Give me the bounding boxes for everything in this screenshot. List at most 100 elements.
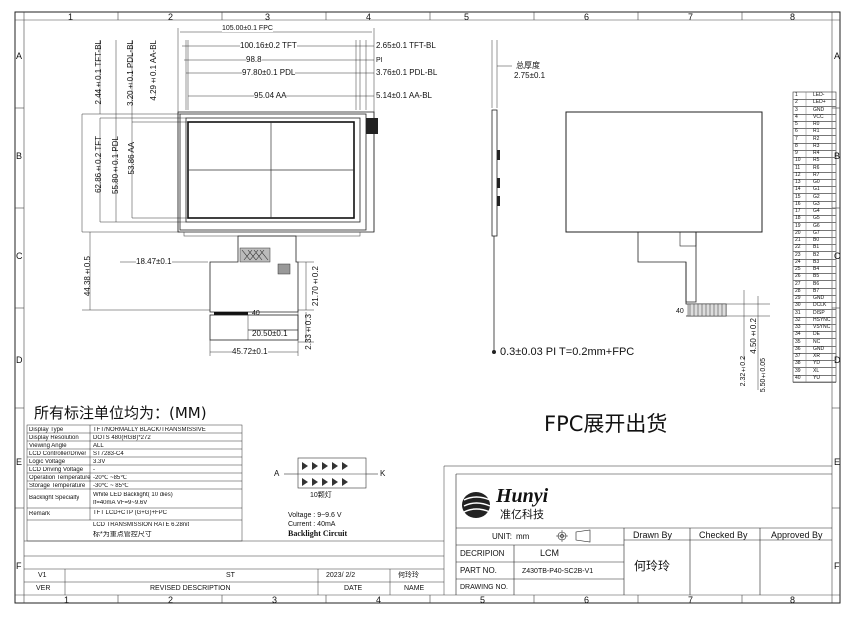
pin-signal: G0 <box>813 179 820 185</box>
grid-col-5-top: 5 <box>464 12 470 22</box>
rev-header-ver: VER <box>36 585 51 592</box>
grid-col-2-top: 2 <box>168 12 174 22</box>
grid-row-c-right: C <box>834 251 841 261</box>
pin-row: 10 R5 <box>793 157 836 166</box>
spec-value: TFT/NORMALLY BLACK/TRANSMISSIVE <box>93 427 206 433</box>
pin-number: 31 <box>795 309 801 316</box>
spec-value: 标*为重点管控尺寸 <box>93 531 152 538</box>
pin-signal: G6 <box>813 222 820 229</box>
pin-number: 10 <box>795 157 801 164</box>
dim-fpc-pitch: 20.50±0.1 <box>252 329 288 338</box>
pin-signal: DCLK <box>813 302 827 309</box>
rev-header-date: DATE <box>344 585 363 592</box>
pin-number: 25 <box>795 266 801 272</box>
side-thickness-label: 总厚度 <box>516 61 540 70</box>
description-label: DECRIPION <box>460 549 505 558</box>
grid-col-7-bottom: 7 <box>688 595 694 605</box>
dim-pi-right: PI <box>376 57 383 64</box>
spec-key: Logic Voltage <box>29 459 66 465</box>
pin-signal: R7 <box>813 171 820 178</box>
drawn-by-label: Drawn By <box>633 530 673 540</box>
pin-number: 21 <box>795 237 801 243</box>
pin-number: 40 <box>795 374 801 381</box>
grid-row-a-left: A <box>16 51 23 61</box>
grid-row-e-right: E <box>834 457 841 467</box>
spec-key: Display Type <box>29 427 64 433</box>
spec-key: Viewing Angle <box>29 443 67 449</box>
spec-key: LCD Controller/Driver <box>29 451 87 457</box>
pin-signal: R3 <box>813 142 820 149</box>
pin-signal: R4 <box>813 150 820 156</box>
spec-value: - <box>93 467 95 473</box>
pin-number: 26 <box>795 273 801 280</box>
pin-signal: R5 <box>813 157 820 164</box>
rev-header-name: NAME <box>404 585 425 592</box>
grid-row-f-right: F <box>834 561 840 571</box>
grid-row-e-left: E <box>16 457 23 467</box>
pin-row: 21 B0 <box>793 237 836 245</box>
grid-col-3-bottom: 3 <box>272 595 278 605</box>
pin-number: 2 <box>795 99 798 106</box>
checked-by-label: Checked By <box>699 530 748 540</box>
pin-number: 7 <box>795 135 798 142</box>
spec-key: Backlight Specialty <box>29 495 80 501</box>
dim-tft-bl-right: 2.65±0.1 TFT-BL <box>376 41 436 50</box>
description-value: LCM <box>540 548 560 558</box>
pin-number: 22 <box>795 244 801 251</box>
pin-signal: B2 <box>813 251 820 258</box>
spec-value: White LED Backlight( 10 dies) <box>93 492 173 498</box>
pin-signal: DISP <box>813 309 825 316</box>
grid-col-1-top: 1 <box>68 12 74 22</box>
backlight-current: Current : 40mA <box>288 521 336 528</box>
grid-col-1-bottom: 1 <box>64 595 70 605</box>
pin-number: 17 <box>795 208 801 214</box>
pin-number: 20 <box>795 229 801 236</box>
dim-tft-height: 62.86±0.2 TFT <box>94 136 103 193</box>
pin-number: 37 <box>795 353 801 359</box>
part-no-label: PART NO. <box>460 566 497 575</box>
pin-signal: R6 <box>813 164 820 171</box>
grid-row-b-right: B <box>834 151 841 161</box>
fpc-shipping-note: FPC展开出货 <box>544 412 668 436</box>
rev-name: 何玲玲 <box>398 572 419 579</box>
rev-ver: V1 <box>38 572 47 579</box>
pin-signal: R0 <box>813 121 820 127</box>
pin-number: 27 <box>795 280 801 287</box>
back-dim-4-50: 4.50±0.2 <box>749 318 758 354</box>
dim-pdl-width: 97.80±0.1 PDL <box>242 68 296 77</box>
dim-pdl-bl-right: 3.76±0.1 PDL-BL <box>376 68 438 77</box>
pin-signal: XL <box>813 367 820 374</box>
grid-row-f-left: F <box>16 561 22 571</box>
pin-signal: G2 <box>813 193 820 200</box>
pin-number: 5 <box>795 121 798 127</box>
unit-value: mm <box>516 532 530 541</box>
backlight-title: Backlight Circuit <box>288 529 348 538</box>
company-name-cn: 准亿科技 <box>500 509 544 521</box>
pin-row: 2 LED+ <box>793 99 836 108</box>
dim-fpc-tail: 2.33±0.3 <box>304 314 313 350</box>
grid-col-6-bottom: 6 <box>584 595 590 605</box>
pin-signal: LED+ <box>813 99 826 106</box>
dim-fpc-length: 21.70±0.2 <box>311 266 320 307</box>
pin-signal: VCC <box>813 113 824 120</box>
pin-signal: B0 <box>813 237 820 243</box>
backlight-led-count: 10颗灯 <box>310 492 332 499</box>
dim-aa-bl-left: 4.29±0.1 AA-BL <box>149 40 158 101</box>
